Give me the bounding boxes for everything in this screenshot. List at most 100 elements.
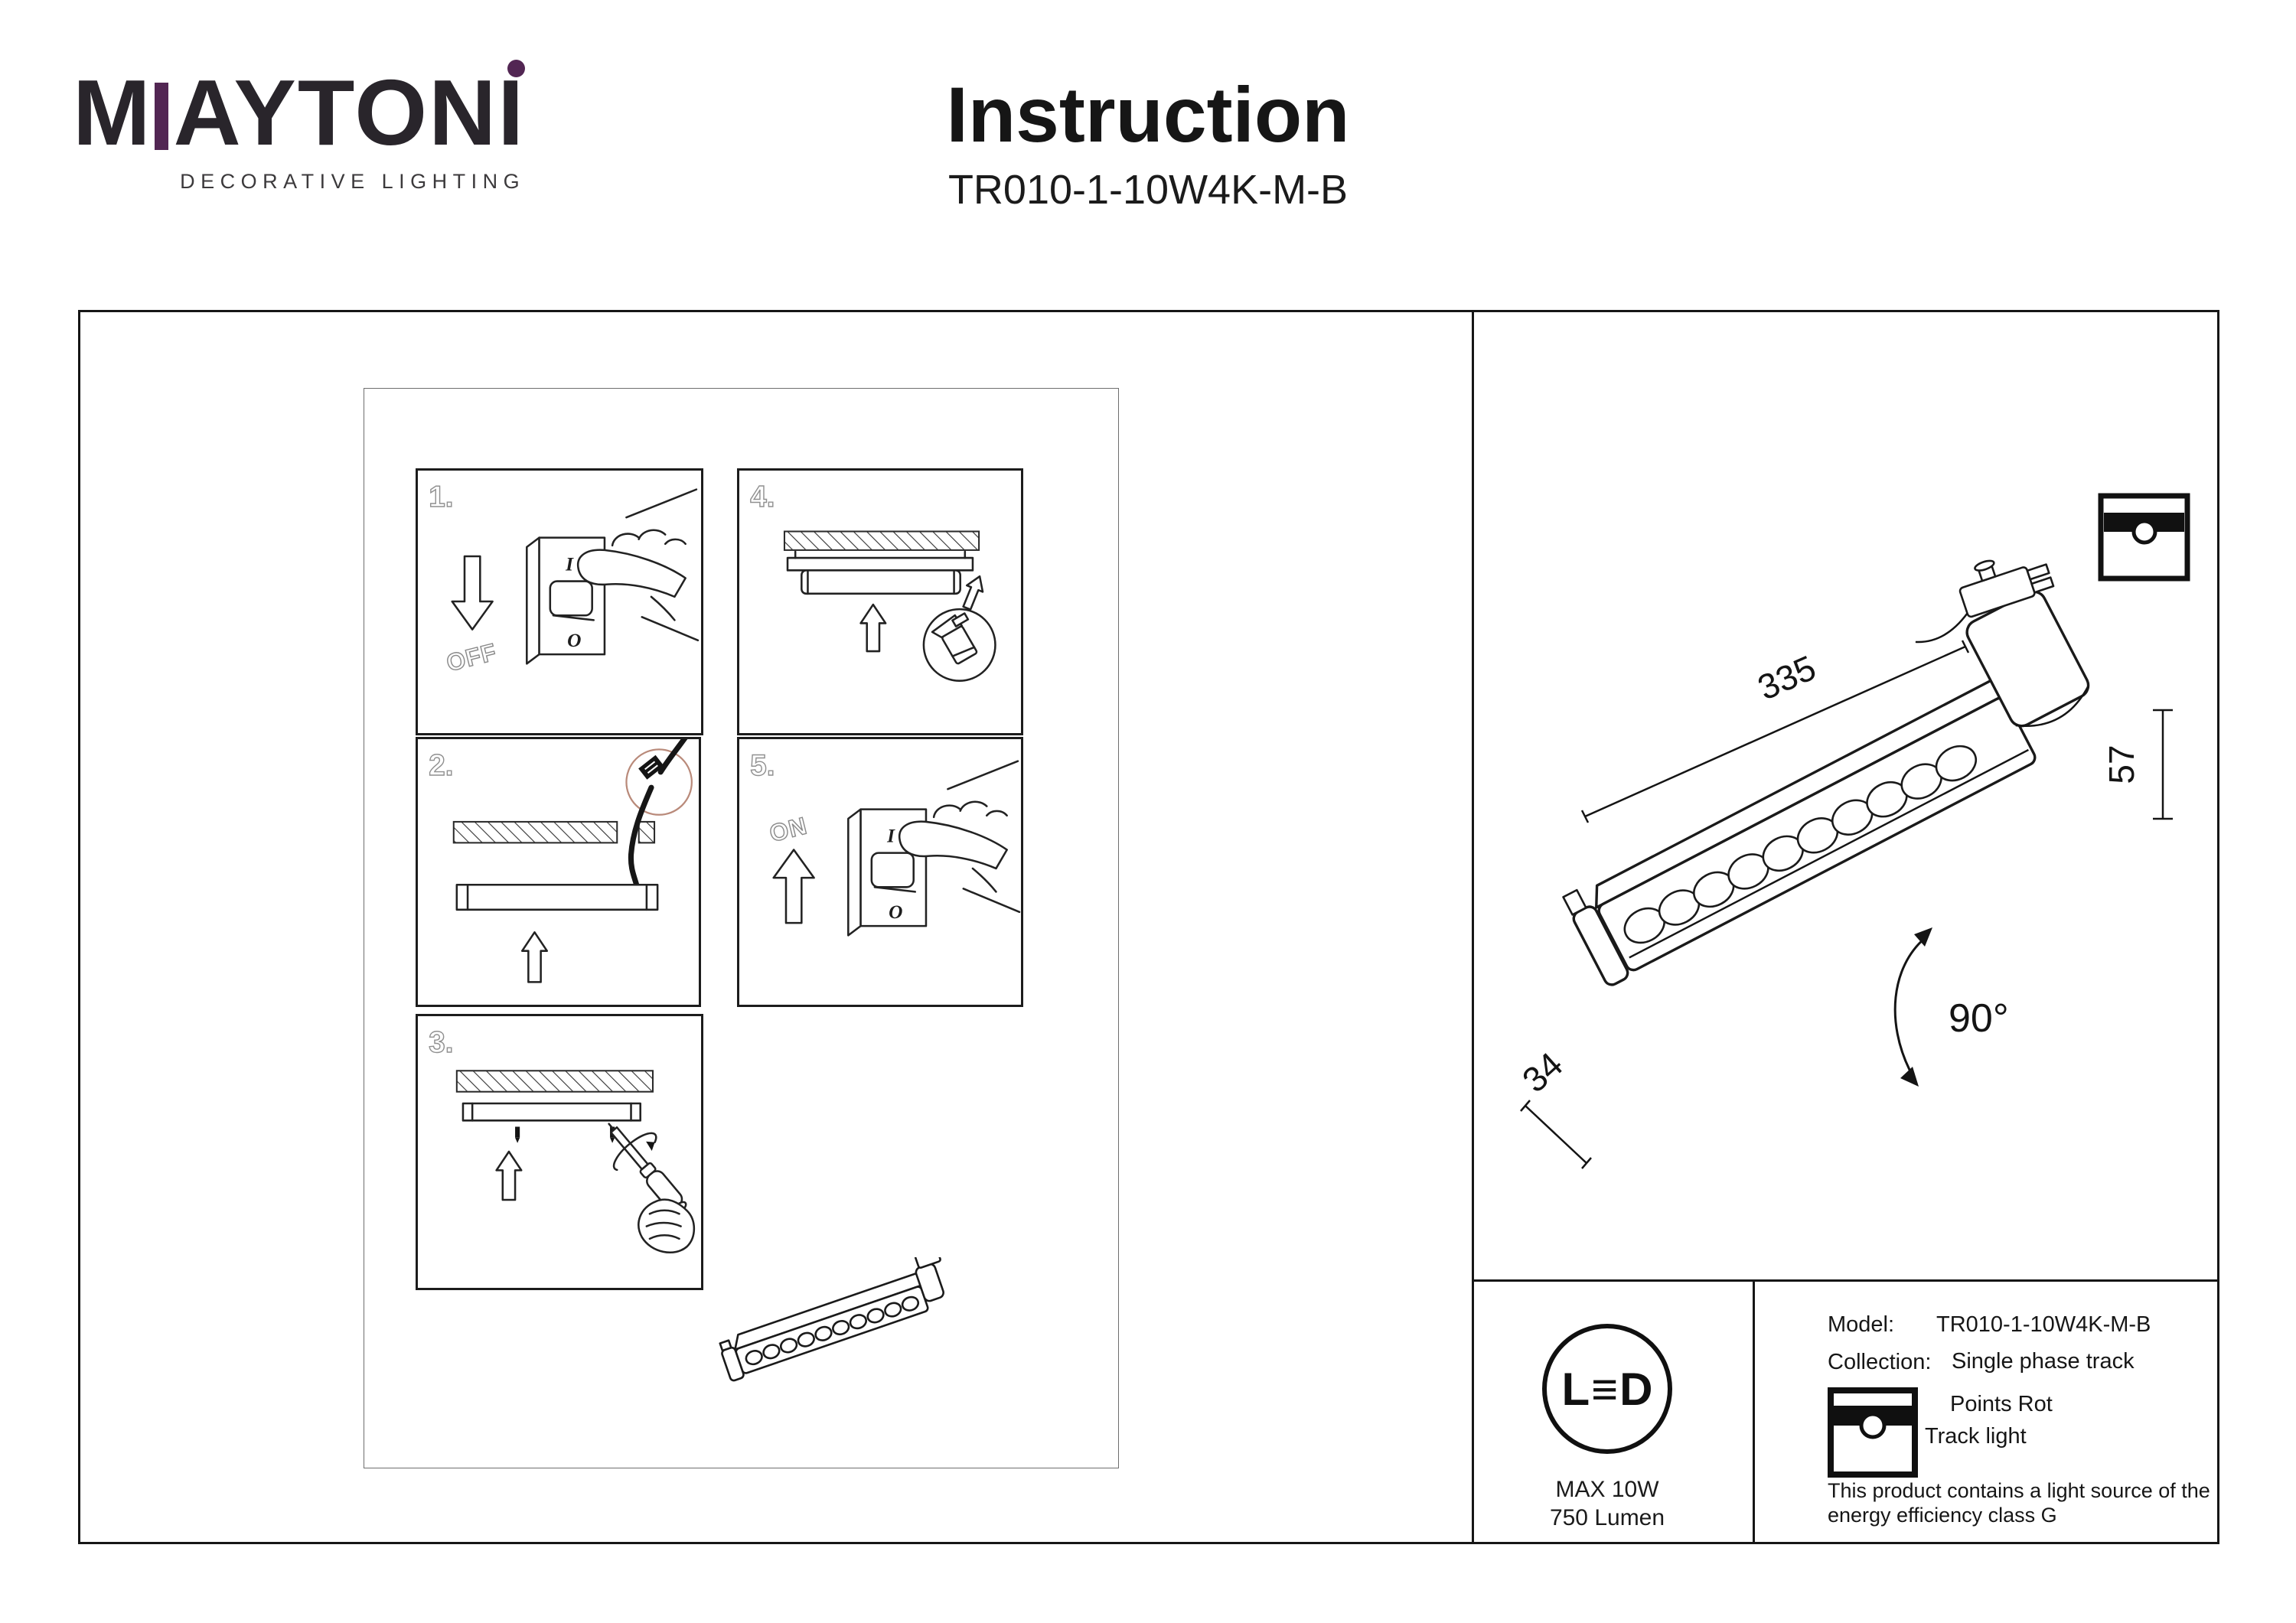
step-number: 3. [429,1026,453,1059]
fixture-lenses [1623,745,1978,944]
hand-illustration [638,1198,696,1253]
ceiling-hatch [452,820,618,844]
hand-illustration [899,760,1021,914]
led-letter: ≡ [1591,1363,1619,1415]
step-2-illustration: 2. [429,739,693,983]
ceiling-hatch [783,530,980,551]
switch-off-mark: O [567,630,581,651]
logo-purple-dot-icon [507,60,526,77]
screw-icon [515,1126,520,1143]
spec-strip: L≡D MAX 10W 750 Lumen Model: TR010-1-10W… [1474,1279,2217,1542]
lumen-label: 750 Lumen [1549,1505,1665,1530]
track-rail [455,884,659,911]
collection-label: Collection: [1828,1350,1932,1374]
steps-frame [364,388,1119,1468]
switch-on-mark: I [565,553,574,575]
collection-value-line3: Track light [1925,1424,2027,1449]
screwdriver [608,1123,687,1215]
logo-letter-m: M [73,60,152,165]
step-5-illustration: 5. ON I O [750,748,1021,937]
down-arrow-icon [451,555,494,631]
rotation-angle-label: 90° [1949,996,2009,1041]
logo-purple-stem [154,83,168,150]
power-switch: I O [526,536,606,665]
step-5-power-on: 5. ON I O [737,737,1023,1007]
track-light-fixture [1562,559,2090,986]
model-subtitle: TR010-1-10W4K-M-B [947,167,1349,213]
track-mount-icon [2098,493,2190,582]
adapter-prong [2030,576,2055,594]
fixture-left-stub [719,1339,732,1352]
led-letter: D [1619,1363,1653,1415]
energy-note-line2: energy efficiency class G [1828,1504,2057,1527]
light-fixture [801,569,961,595]
model-value: TR010-1-10W4K-M-B [1936,1312,2151,1337]
length-dimension-label: 335 [1752,647,1821,708]
sheet-header: Instruction TR010-1-10W4K-M-B [0,70,2296,213]
step-2-wiring: 2. [416,737,701,1007]
step-1-power-off: 1. OFF I O [416,468,703,735]
spec-cell: Model: TR010-1-10W4K-M-B Collection: Sin… [1755,1282,2217,1542]
off-label: OFF [444,637,500,676]
product-isometric [719,1257,944,1382]
step-4-mount-light: 4. [737,468,1023,735]
step-1-illustration: 1. OFF I O [429,480,700,677]
logo-letters-rest: AYTONI [173,60,526,165]
maytoni-logo: M AYTONI DECORATIVE LIGHTING [73,60,526,194]
logo-wordmark: M AYTONI [73,60,526,165]
up-arrow-icon [495,1150,523,1201]
track-adapter [914,1257,941,1269]
dimension-panel: 335 57 34 90° [1472,312,2217,1542]
track-adapter [1915,559,2055,644]
width-dimension-label: 34 [1515,1045,1570,1100]
model-label: Model: [1828,1312,1895,1337]
installation-panel: 1. OFF I O [80,312,1472,1542]
dimension-drawing: 335 57 34 90° [1515,493,2190,1169]
step-3-illustration: 3. [429,1025,696,1253]
step-3-screw-track: 3. [416,1014,703,1290]
fixture-lenses [745,1295,920,1366]
led-badge: L≡D [1542,1324,1672,1454]
height-dimension-label: 57 [2102,745,2141,784]
collection-value-line2: Points Rot [1950,1392,2053,1416]
led-letter: L [1561,1363,1590,1415]
track-rail [461,1102,641,1122]
collection-value: Single phase track [1952,1349,2135,1374]
on-label: ON [767,811,810,847]
rotate-arrowhead-down [1900,1067,1919,1087]
ceiling-hatch-end [638,820,656,844]
supply-wire [657,739,688,775]
switch-on-mark: I [886,825,895,846]
connector-highlight-ring [625,748,693,816]
up-arrow-icon [772,849,815,924]
rotation-annotation: 90° [1893,927,2009,1087]
led-cell: L≡D MAX 10W 750 Lumen [1474,1282,1755,1542]
width-dimension: 34 [1515,1045,1592,1169]
energy-note-line1: This product contains a light source of … [1828,1479,2210,1502]
hand-illustration [577,488,700,642]
step-number: 4. [750,481,775,513]
step-number: 2. [429,749,453,782]
height-dimension: 57 [2102,709,2173,820]
step-number: 5. [750,749,775,782]
track-adapter-detail [931,612,978,665]
instruction-sheet: 1. OFF I O [78,310,2219,1544]
up-arrow-icon [520,931,549,983]
track-rail [786,550,974,572]
max-power-label: MAX 10W [1555,1477,1659,1502]
up-arrow-icon [859,603,887,653]
small-up-arrow-icon [962,575,984,611]
step-4-illustration: 4. [750,480,996,682]
ceiling-hatch [455,1070,654,1093]
rotate-arrowhead-up [1914,927,1932,947]
wire-connector [638,754,664,780]
adapter-prong [2026,563,2050,581]
logo-tagline: DECORATIVE LIGHTING [180,170,526,193]
supply-wire-lower [628,784,654,888]
page-title: Instruction [946,71,1350,158]
step-number: 1. [429,481,453,513]
switch-off-mark: O [889,901,902,923]
fixture-left-stub [1562,888,1587,916]
rotate-arrowhead [646,1141,655,1151]
track-light-icon [1828,1387,1918,1478]
